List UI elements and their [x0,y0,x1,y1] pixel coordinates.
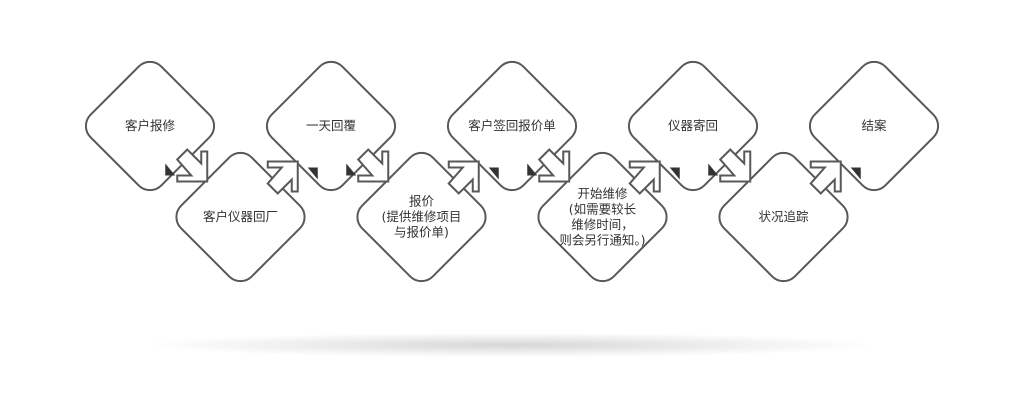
bracket-arrow-icon [809,160,842,195]
bracket-arrow-icon [537,148,571,183]
connector-arrow-n2-n3 [266,160,318,195]
node-label: (提供维修项目 [382,209,462,224]
connector-arrow-n7-n8 [708,148,752,183]
bracket-arrow-icon [175,148,209,183]
connector-arrow-n5-n6 [527,148,571,183]
bracket-arrow-icon [356,148,390,183]
node-label: 客户仪器回厂 [203,209,278,224]
arrow-wedge-icon [307,167,318,180]
node-label: 与报价单) [394,225,449,240]
connector-arrow-n4-n5 [447,160,499,195]
bracket-arrow-icon [266,160,299,195]
node-label: 报价 [409,194,435,209]
connector-arrow-n1-n2 [165,148,209,183]
arrow-wedge-icon [488,167,499,180]
node-label: 客户报修 [125,118,176,133]
connector-arrow-n3-n4 [346,148,390,183]
arrow-wedge-icon [527,163,538,176]
arrow-wedge-icon [708,163,719,176]
node-label: 客户签回报价单 [468,118,556,133]
node-label: 结案 [861,118,887,133]
connector-arrow-n6-n7 [628,160,680,195]
bracket-arrow-icon [628,160,661,195]
bracket-arrow-icon [718,148,752,183]
node-label: 一天回覆 [306,118,357,133]
node-label: 仪器寄回 [668,118,718,133]
bracket-arrow-icon [447,160,480,195]
arrow-wedge-icon [850,167,861,180]
connector-arrow-n8-n9 [809,160,861,195]
floor-shadow [150,333,870,357]
node-label: 则会另行通知。) [559,232,645,247]
arrow-wedge-icon [165,163,176,176]
node-label: 开始维修 [577,186,628,201]
node-label: (如需要较长 [569,201,637,216]
node-label: 维修时间， [571,217,634,232]
arrow-wedge-icon [669,167,680,180]
node-label: 状况追踪 [758,209,809,224]
arrow-wedge-icon [346,163,357,176]
